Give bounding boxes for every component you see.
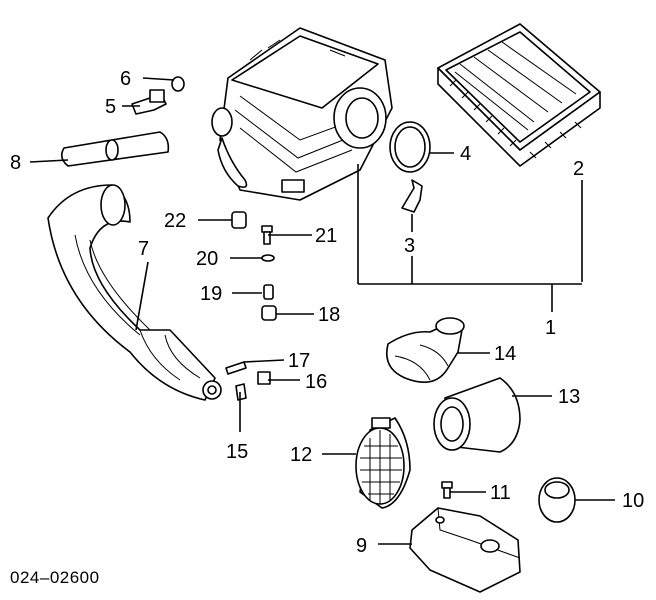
seal-ring <box>389 121 431 173</box>
bolt-17 <box>225 361 247 375</box>
callout-15: 15 <box>226 441 248 463</box>
callout-20: 20 <box>196 248 218 270</box>
diagram-code: 024–02600 <box>10 568 100 587</box>
callout-19: 19 <box>200 283 222 305</box>
callout-labels: 6 5 8 7 4 2 3 1 22 21 20 19 18 17 16 15 … <box>10 68 644 587</box>
callout-17: 17 <box>288 350 310 372</box>
bushing-22 <box>231 211 247 229</box>
sleeve-19 <box>263 284 274 300</box>
callout-2: 2 <box>573 158 584 180</box>
callout-8: 8 <box>10 152 21 174</box>
mount-grommet <box>538 477 576 523</box>
screw-11 <box>441 481 453 499</box>
callout-22: 22 <box>164 210 186 232</box>
intake-temp-sensor <box>131 89 167 115</box>
callout-3: 3 <box>404 235 415 257</box>
air-mass-housing <box>433 377 521 453</box>
screw-15 <box>235 383 247 401</box>
nut-16 <box>257 371 271 385</box>
callout-6: 6 <box>120 68 131 90</box>
resonator-cover <box>409 507 521 593</box>
intake-duct <box>47 184 222 401</box>
sensor-ring <box>171 76 185 92</box>
callout-9: 9 <box>356 535 367 557</box>
leader-lines <box>29 77 615 545</box>
breather-hose <box>60 131 170 167</box>
callout-1: 1 <box>545 317 556 339</box>
intake-boot <box>386 317 465 384</box>
callout-14: 14 <box>494 343 516 365</box>
grommet-18 <box>261 305 277 321</box>
air-filter-housing <box>211 27 393 201</box>
washer-20 <box>261 254 275 262</box>
callout-12: 12 <box>290 444 312 466</box>
callout-7: 7 <box>138 238 149 260</box>
bolt-21 <box>261 225 273 245</box>
callout-5: 5 <box>105 96 116 118</box>
callout-13: 13 <box>558 386 580 408</box>
clamp-clip <box>401 179 423 213</box>
mass-air-flow-sensor <box>355 417 411 509</box>
filter-element <box>437 23 601 167</box>
callout-21: 21 <box>315 225 337 247</box>
callout-11: 11 <box>490 482 511 504</box>
callout-18: 18 <box>318 304 340 326</box>
callout-16: 16 <box>305 371 327 393</box>
callout-4: 4 <box>460 143 471 165</box>
callout-10: 10 <box>622 490 644 512</box>
